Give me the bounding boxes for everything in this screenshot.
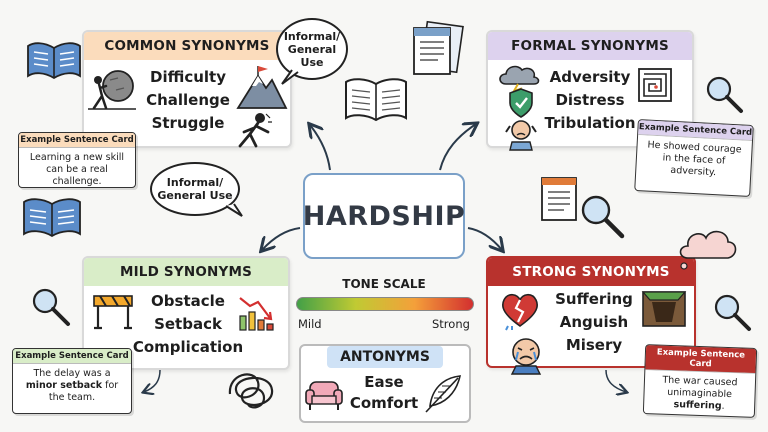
barrier-icon [93, 295, 133, 330]
magnifier-icon [706, 76, 743, 113]
falling-chart-icon [239, 297, 274, 331]
strong-sentence-post: . [721, 400, 725, 412]
arrow-to-formal [439, 124, 476, 171]
central-word-box: HARDSHIP [303, 173, 465, 259]
magnifier-icon [32, 288, 70, 326]
word-misery: Misery [565, 336, 623, 354]
arrow-to-strong [467, 227, 502, 250]
word-adversity: Adversity [549, 68, 631, 86]
common-word-list: Difficulty Challenge Struggle [140, 66, 236, 135]
mountain-flag-icon [236, 66, 288, 109]
boulder-push-icon [88, 70, 136, 110]
tone-scale-min-label: Mild [298, 317, 322, 331]
open-book-icon [27, 42, 81, 80]
bubble-tail-mid [225, 203, 243, 217]
mild-sentence-pre: The delay was a [33, 368, 111, 379]
shield-icon [509, 88, 533, 118]
mild-word-list: Obstacle Setback Complication [132, 290, 244, 359]
bubble-tail-top [281, 69, 299, 85]
arrow-mild-sentence [144, 369, 161, 392]
word-challenge: Challenge [146, 91, 230, 109]
magnifier-icon [714, 294, 751, 331]
maze-icon [638, 68, 672, 102]
antonym-word-list: Ease Comfort [348, 372, 420, 414]
word-complication: Complication [132, 338, 244, 356]
antonyms-header: ANTONYMS [327, 346, 443, 368]
formal-sentence-text: He showed courage in the face of adversi… [647, 139, 742, 179]
word-difficulty: Difficulty [150, 68, 226, 86]
word-anguish: Anguish [559, 313, 629, 331]
thought-cloud-icon [679, 230, 737, 270]
common-sentence-card: Example Sentence Card Learning a new ski… [18, 132, 136, 188]
magnifier-icon [581, 195, 625, 239]
tangle-icon [228, 373, 274, 409]
word-tribulation: Tribulation [544, 114, 636, 132]
strong-header: STRONG SYNONYMS [488, 258, 694, 286]
word-comfort: Comfort [349, 394, 419, 412]
broken-heart-icon [502, 293, 538, 331]
word-suffering: Suffering [555, 290, 633, 308]
arrow-to-mild [262, 227, 301, 250]
mild-register-bubble: Informal/ General Use [150, 162, 240, 216]
crying-face-icon [510, 338, 542, 375]
common-sentence-text: Learning a new skill can be a real chall… [29, 152, 125, 187]
mild-header: MILD SYNONYMS [84, 258, 288, 286]
tone-scale-bar [296, 297, 474, 311]
central-word: HARDSHIP [302, 200, 466, 232]
strong-sentence-text: The war caused unimaginable suffering. [644, 370, 755, 418]
struggle-person-icon [238, 113, 272, 148]
documents-icon [541, 177, 577, 221]
common-register-bubble: Informal/ General Use [276, 18, 348, 80]
pit-icon [641, 291, 687, 327]
strong-sentence-bold: suffering [673, 399, 722, 412]
mild-sentence-text: The delay was a minor setback for the te… [13, 364, 131, 408]
word-ease: Ease [364, 373, 404, 391]
strong-sentence-card: Example Sentence Card The war caused uni… [642, 344, 758, 418]
formal-header: FORMAL SYNONYMS [488, 32, 692, 60]
mild-sentence-card: Example Sentence Card The delay was a mi… [12, 348, 132, 414]
mild-synonyms-card: MILD SYNONYMS [82, 256, 290, 370]
mild-sentence-post: for the team. [48, 380, 119, 403]
mild-sentence-bold: minor setback [25, 380, 103, 391]
strong-word-list: Suffering Anguish Misery [548, 288, 640, 357]
strong-sentence-pre: The war caused unimaginable [662, 374, 738, 401]
open-book-icon [345, 78, 407, 122]
formal-word-list: Adversity Distress Tribulation [542, 66, 638, 135]
tone-scale-max-label: Strong [432, 317, 470, 331]
feather-icon [425, 375, 462, 413]
formal-sentence-card: Example Sentence Card He showed courage … [634, 119, 754, 197]
common-register-label: Informal/ General Use [283, 29, 341, 69]
mild-sentence-title: Example Sentence Card [13, 349, 131, 364]
word-struggle: Struggle [151, 114, 225, 132]
open-book-icon [23, 198, 81, 238]
strong-sentence-title: Example Sentence Card [645, 345, 757, 374]
common-header: COMMON SYNONYMS [84, 32, 290, 60]
arrow-strong-sentence [605, 369, 626, 392]
word-distress: Distress [555, 91, 625, 109]
armchair-icon [305, 381, 343, 410]
arrow-to-common [310, 125, 331, 171]
mild-register-label: Informal/ General Use [157, 176, 233, 202]
word-setback: Setback [154, 315, 222, 333]
stressed-person-icon [505, 120, 537, 151]
tone-scale-title: TONE SCALE [342, 277, 426, 291]
common-sentence-title: Example Sentence Card [19, 133, 135, 148]
word-obstacle: Obstacle [151, 292, 225, 310]
documents-icon [413, 20, 464, 75]
